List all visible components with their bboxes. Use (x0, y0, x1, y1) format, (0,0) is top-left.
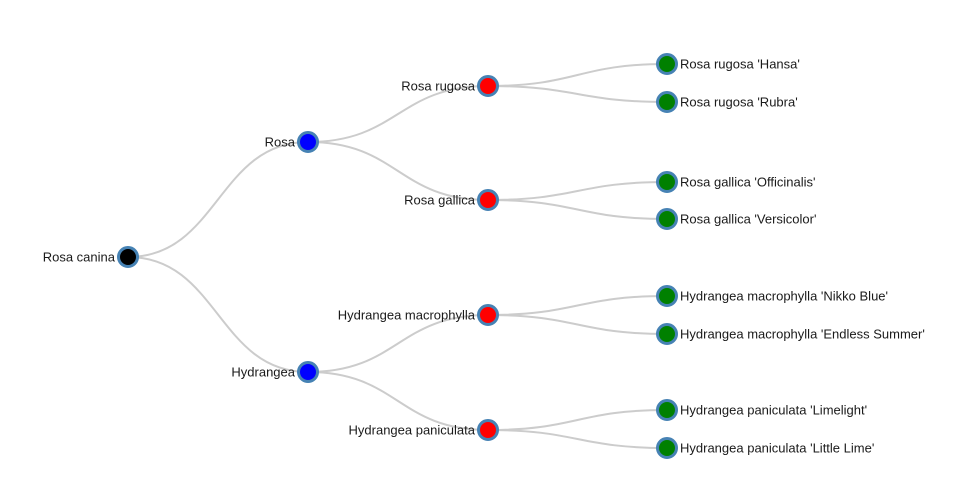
tree-node-circle-rosa[interactable] (297, 131, 319, 153)
tree-node-group-rosa-gallica-officinalis: Rosa gallica 'Officinalis' (656, 171, 816, 193)
tree-link-hydrangea-macrophylla--hydrangea-macrophylla-nikko-blue (487, 295, 668, 316)
tree-node-group-hydrangea-macrophylla: Hydrangea macrophylla (338, 304, 499, 326)
tree-node-label-hydrangea-paniculata: Hydrangea paniculata (349, 422, 476, 437)
tree-node-label-rosa: Rosa (265, 134, 296, 149)
tree-link-rosa-canina--hydrangea (127, 256, 309, 373)
tree-link-rosa-gallica--rosa-gallica-officinalis (487, 181, 668, 201)
tree-link-rosa--rosa-rugosa (307, 85, 489, 143)
tree-node-group-hydrangea-paniculata-little-lime: Hydrangea paniculata 'Little Lime' (656, 437, 874, 459)
tree-link-rosa-rugosa--rosa-rugosa-hansa (487, 63, 668, 87)
tree-node-group-rosa-rugosa: Rosa rugosa (401, 75, 499, 97)
tree-node-circle-hydrangea[interactable] (297, 361, 319, 383)
tree-node-label-hydrangea-macrophylla: Hydrangea macrophylla (338, 307, 476, 322)
tree-node-circle-rosa-canina[interactable] (117, 246, 139, 268)
tree-node-circle-rosa-rugosa-rubra[interactable] (656, 91, 678, 113)
tree-node-label-rosa-gallica-officinalis: Rosa gallica 'Officinalis' (680, 174, 816, 189)
tree-node-group-hydrangea-paniculata: Hydrangea paniculata (349, 419, 499, 441)
tree-node-group-rosa-canina: Rosa canina (43, 246, 139, 268)
tree-node-circle-hydrangea-macrophylla-nikko-blue[interactable] (656, 285, 678, 307)
tree-node-label-rosa-rugosa: Rosa rugosa (401, 78, 475, 93)
tree-node-group-rosa-gallica-versicolor: Rosa gallica 'Versicolor' (656, 208, 816, 230)
tree-node-label-hydrangea-macrophylla-nikko-blue: Hydrangea macrophylla 'Nikko Blue' (680, 288, 888, 303)
tree-node-circle-rosa-rugosa-hansa[interactable] (656, 53, 678, 75)
tree-link-rosa-rugosa--rosa-rugosa-rubra (487, 85, 668, 103)
tree-node-group-rosa-rugosa-rubra: Rosa rugosa 'Rubra' (656, 91, 798, 113)
tree-node-circle-rosa-gallica-versicolor[interactable] (656, 208, 678, 230)
tree-link-hydrangea--hydrangea-macrophylla (307, 314, 489, 373)
tree-link-rosa-canina--rosa (127, 141, 309, 258)
tree-link-hydrangea-paniculata--hydrangea-paniculata-limelight (487, 409, 668, 431)
tree-node-label-rosa-rugosa-hansa: Rosa rugosa 'Hansa' (680, 56, 800, 71)
tree-node-label-hydrangea-macrophylla-endless-summer: Hydrangea macrophylla 'Endless Summer' (680, 326, 925, 341)
tree-node-group-hydrangea-macrophylla-endless-summer: Hydrangea macrophylla 'Endless Summer' (656, 323, 925, 345)
tree-node-circle-rosa-gallica-officinalis[interactable] (656, 171, 678, 193)
tree-node-label-rosa-gallica: Rosa gallica (404, 192, 476, 207)
tree-node-label-hydrangea-paniculata-limelight: Hydrangea paniculata 'Limelight' (680, 402, 867, 417)
tree-link-hydrangea-macrophylla--hydrangea-macrophylla-endless-summer (487, 314, 668, 335)
tree-links (127, 63, 668, 449)
tree-node-circle-hydrangea-macrophylla[interactable] (477, 304, 499, 326)
tree-node-group-rosa: Rosa (265, 131, 319, 153)
tree-node-circle-hydrangea-paniculata-little-lime[interactable] (656, 437, 678, 459)
tree-node-label-rosa-gallica-versicolor: Rosa gallica 'Versicolor' (680, 211, 816, 226)
tree-node-group-hydrangea-macrophylla-nikko-blue: Hydrangea macrophylla 'Nikko Blue' (656, 285, 888, 307)
tree-node-group-rosa-gallica: Rosa gallica (404, 189, 499, 211)
tree-node-label-rosa-rugosa-rubra: Rosa rugosa 'Rubra' (680, 94, 798, 109)
tree-node-group-hydrangea: Hydrangea (231, 361, 319, 383)
tree-link-hydrangea-paniculata--hydrangea-paniculata-little-lime (487, 429, 668, 449)
tree-node-circle-rosa-gallica[interactable] (477, 189, 499, 211)
tree-node-label-hydrangea-paniculata-little-lime: Hydrangea paniculata 'Little Lime' (680, 440, 874, 455)
tree-node-circle-hydrangea-paniculata[interactable] (477, 419, 499, 441)
tree-node-group-hydrangea-paniculata-limelight: Hydrangea paniculata 'Limelight' (656, 399, 867, 421)
tree-link-rosa--rosa-gallica (307, 141, 489, 201)
tree-node-circle-hydrangea-macrophylla-endless-summer[interactable] (656, 323, 678, 345)
tree-node-label-hydrangea: Hydrangea (231, 364, 295, 379)
tree-node-group-rosa-rugosa-hansa: Rosa rugosa 'Hansa' (656, 53, 800, 75)
tree-link-hydrangea--hydrangea-paniculata (307, 371, 489, 431)
tree-node-label-rosa-canina: Rosa canina (43, 249, 116, 264)
tree-node-circle-hydrangea-paniculata-limelight[interactable] (656, 399, 678, 421)
tree-node-circle-rosa-rugosa[interactable] (477, 75, 499, 97)
tree-link-rosa-gallica--rosa-gallica-versicolor (487, 199, 668, 220)
